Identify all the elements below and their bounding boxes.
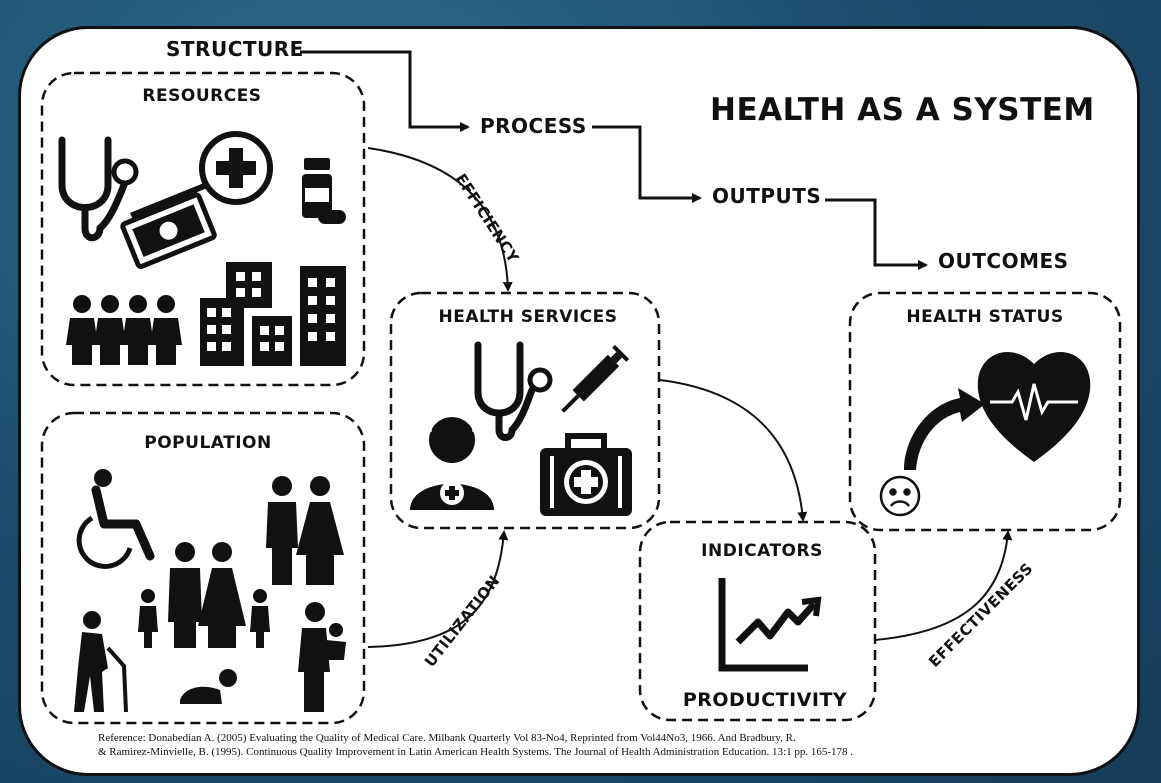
diagram-title: HEALTH AS A SYSTEM (710, 92, 1095, 128)
wheelchair-icon (76, 469, 155, 569)
connector-label-efficiency: EFFICIENCY (452, 170, 523, 266)
syringe-icon (561, 344, 630, 413)
baby-icon (180, 669, 237, 704)
curved-arrow-icon (904, 388, 985, 470)
buildings-icon (200, 262, 346, 366)
label-resources: RESOURCES (142, 86, 261, 106)
connector-label-effectiveness: EFFECTIVENESS (925, 559, 1037, 671)
connector-efficiency (367, 147, 513, 292)
connector-productivity (659, 379, 808, 522)
flow-arrows (300, 50, 928, 270)
reference-line-2: & Ramirez-Minvielle, B. (1995). Continuo… (98, 746, 854, 758)
label-productivity: PRODUCTIVITY (683, 689, 847, 711)
arrow-process-outputs (592, 125, 702, 203)
label-indicators: INDICATORS (701, 541, 823, 561)
flow-outputs: OUTPUTS (712, 184, 821, 208)
sad-face-icon (879, 475, 921, 517)
label-population: POPULATION (144, 433, 271, 453)
arrow-structure-process (300, 50, 470, 132)
people-group-icon (66, 295, 182, 365)
family-icon (138, 542, 270, 648)
medical-cross-icon (199, 131, 273, 205)
elderly-icon (74, 611, 128, 713)
flow-process: PROCESS (480, 114, 587, 138)
flow-structure: STRUCTURE (166, 37, 304, 61)
connector-label-utilization: UTILIZATION (421, 572, 504, 671)
heart-pulse-icon (977, 352, 1091, 462)
box-health-status (848, 291, 1122, 532)
stethoscope-icon (58, 136, 139, 242)
arrow-outputs-outcomes (825, 198, 928, 270)
box-population (40, 411, 366, 725)
stethoscope-icon (474, 341, 553, 441)
label-health-status: HEALTH STATUS (906, 307, 1063, 327)
box-indicators (638, 520, 877, 722)
box-resources (40, 71, 366, 387)
pill-bottle-icon (302, 158, 346, 224)
medical-kit-icon (540, 433, 632, 516)
connector-effectiveness (874, 530, 1013, 641)
parent-child-icon (298, 602, 346, 712)
line-chart-icon (718, 578, 822, 672)
box-health-services (389, 291, 661, 530)
couple-icon (266, 476, 344, 585)
money-icon (120, 182, 217, 269)
connector-utilization (367, 530, 509, 648)
reference-line-1: Reference: Donabedian A. (2005) Evaluati… (98, 732, 796, 744)
reference-text: Reference: Donabedian A. (2005) Evaluati… (98, 731, 1098, 759)
label-health-services: HEALTH SERVICES (438, 307, 617, 327)
doctor-icon (410, 414, 494, 510)
flow-outcomes: OUTCOMES (938, 249, 1069, 273)
